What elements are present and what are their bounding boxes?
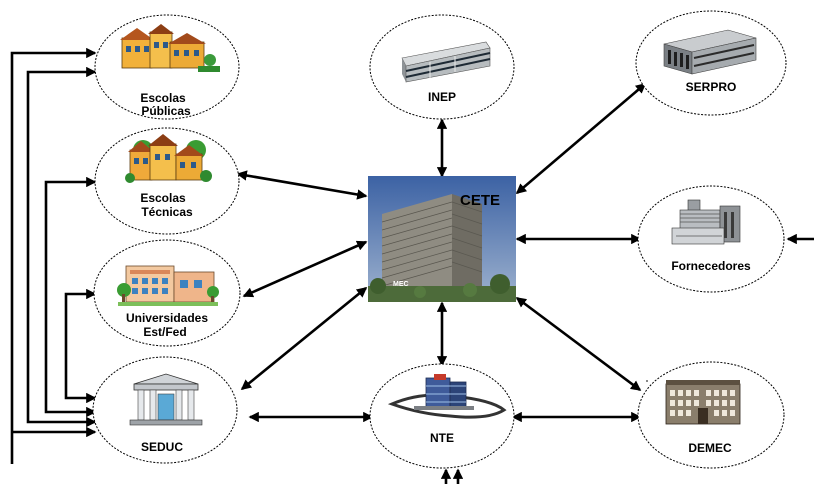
office-building-icon (663, 29, 757, 75)
node-escolas-publicas-label-1: Escolas (140, 91, 186, 105)
node-cete[interactable]: MEC CETE (368, 176, 516, 302)
node-escolas-publicas-label-2: Públicas (141, 104, 191, 118)
node-escolas-tecnicas[interactable]: Escolas Técnicas (94, 127, 240, 235)
government-building-icon (129, 373, 203, 426)
node-inep[interactable]: INEP (369, 14, 515, 120)
office-building-icon (401, 41, 491, 83)
node-serpro[interactable]: SERPRO (635, 10, 787, 116)
center-title: CETE (460, 192, 500, 209)
arrow-cete-serpro (515, 82, 647, 195)
node-fornecedores-label: Fornecedores (671, 259, 751, 273)
bracket-escolas-tecnicas-seduc (44, 176, 97, 418)
node-universidades-label-2: Est/Fed (143, 325, 186, 339)
arrow-cete-seduc (240, 286, 368, 391)
university-building-icon (117, 265, 219, 306)
node-universidades-label-1: Universidades (126, 311, 208, 325)
node-demec-label: DEMEC (688, 441, 732, 455)
node-escolas-tecnicas-label-1: Escolas (140, 191, 186, 205)
node-universidades[interactable]: Universidades Est/Fed (93, 239, 241, 347)
node-nte[interactable]: NTE (369, 363, 515, 469)
bracket-outer (10, 47, 97, 464)
brick-building-icon (665, 380, 741, 425)
node-inep-label: INEP (428, 90, 456, 104)
node-nte-label: NTE (430, 431, 454, 445)
node-serpro-label: SERPRO (686, 80, 737, 94)
school-buildings-icon (125, 134, 212, 183)
factory-icon (671, 199, 741, 245)
node-seduc-label: SEDUC (141, 440, 183, 454)
arrow-cete-escolas-tecnicas (236, 170, 368, 200)
arrow-cete-demec (515, 296, 642, 392)
school-buildings-icon (120, 24, 220, 72)
arrow-cete-universidades (242, 240, 368, 298)
bracket-universidades-seduc (64, 288, 97, 404)
decoration-dot (646, 380, 648, 382)
node-escolas-tecnicas-label-2: Técnicas (141, 205, 193, 219)
node-demec[interactable]: DEMEC (637, 361, 785, 469)
office-tower-icon (387, 374, 507, 419)
node-fornecedores[interactable]: Fornecedores (637, 185, 785, 293)
center-photo-caption: MEC (393, 281, 409, 288)
node-escolas-publicas[interactable]: Escolas Públicas (94, 14, 240, 120)
bracket-escolas-publicas-seduc (26, 66, 97, 428)
node-seduc[interactable]: SEDUC (92, 356, 238, 464)
connectors (10, 47, 814, 484)
